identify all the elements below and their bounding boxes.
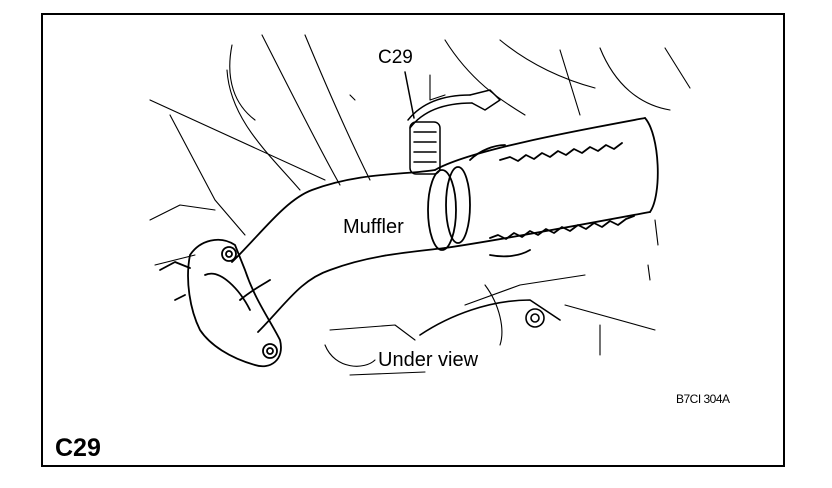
underbody-lines xyxy=(149,34,691,376)
exhaust-manifold-flange xyxy=(159,238,282,368)
corner-connector-label: C29 xyxy=(55,434,101,462)
muffler-label: Muffler xyxy=(343,216,404,238)
connector-callout-label: C29 xyxy=(378,47,413,68)
exhaust-pipe xyxy=(231,169,446,333)
wire-harness-connector xyxy=(404,71,501,175)
figure-frame xyxy=(41,13,785,467)
view-label: Under view xyxy=(378,349,479,371)
figure-code: B7CI 304A xyxy=(676,392,730,406)
muffler-can xyxy=(427,117,659,258)
bracket-bolt xyxy=(419,299,561,336)
